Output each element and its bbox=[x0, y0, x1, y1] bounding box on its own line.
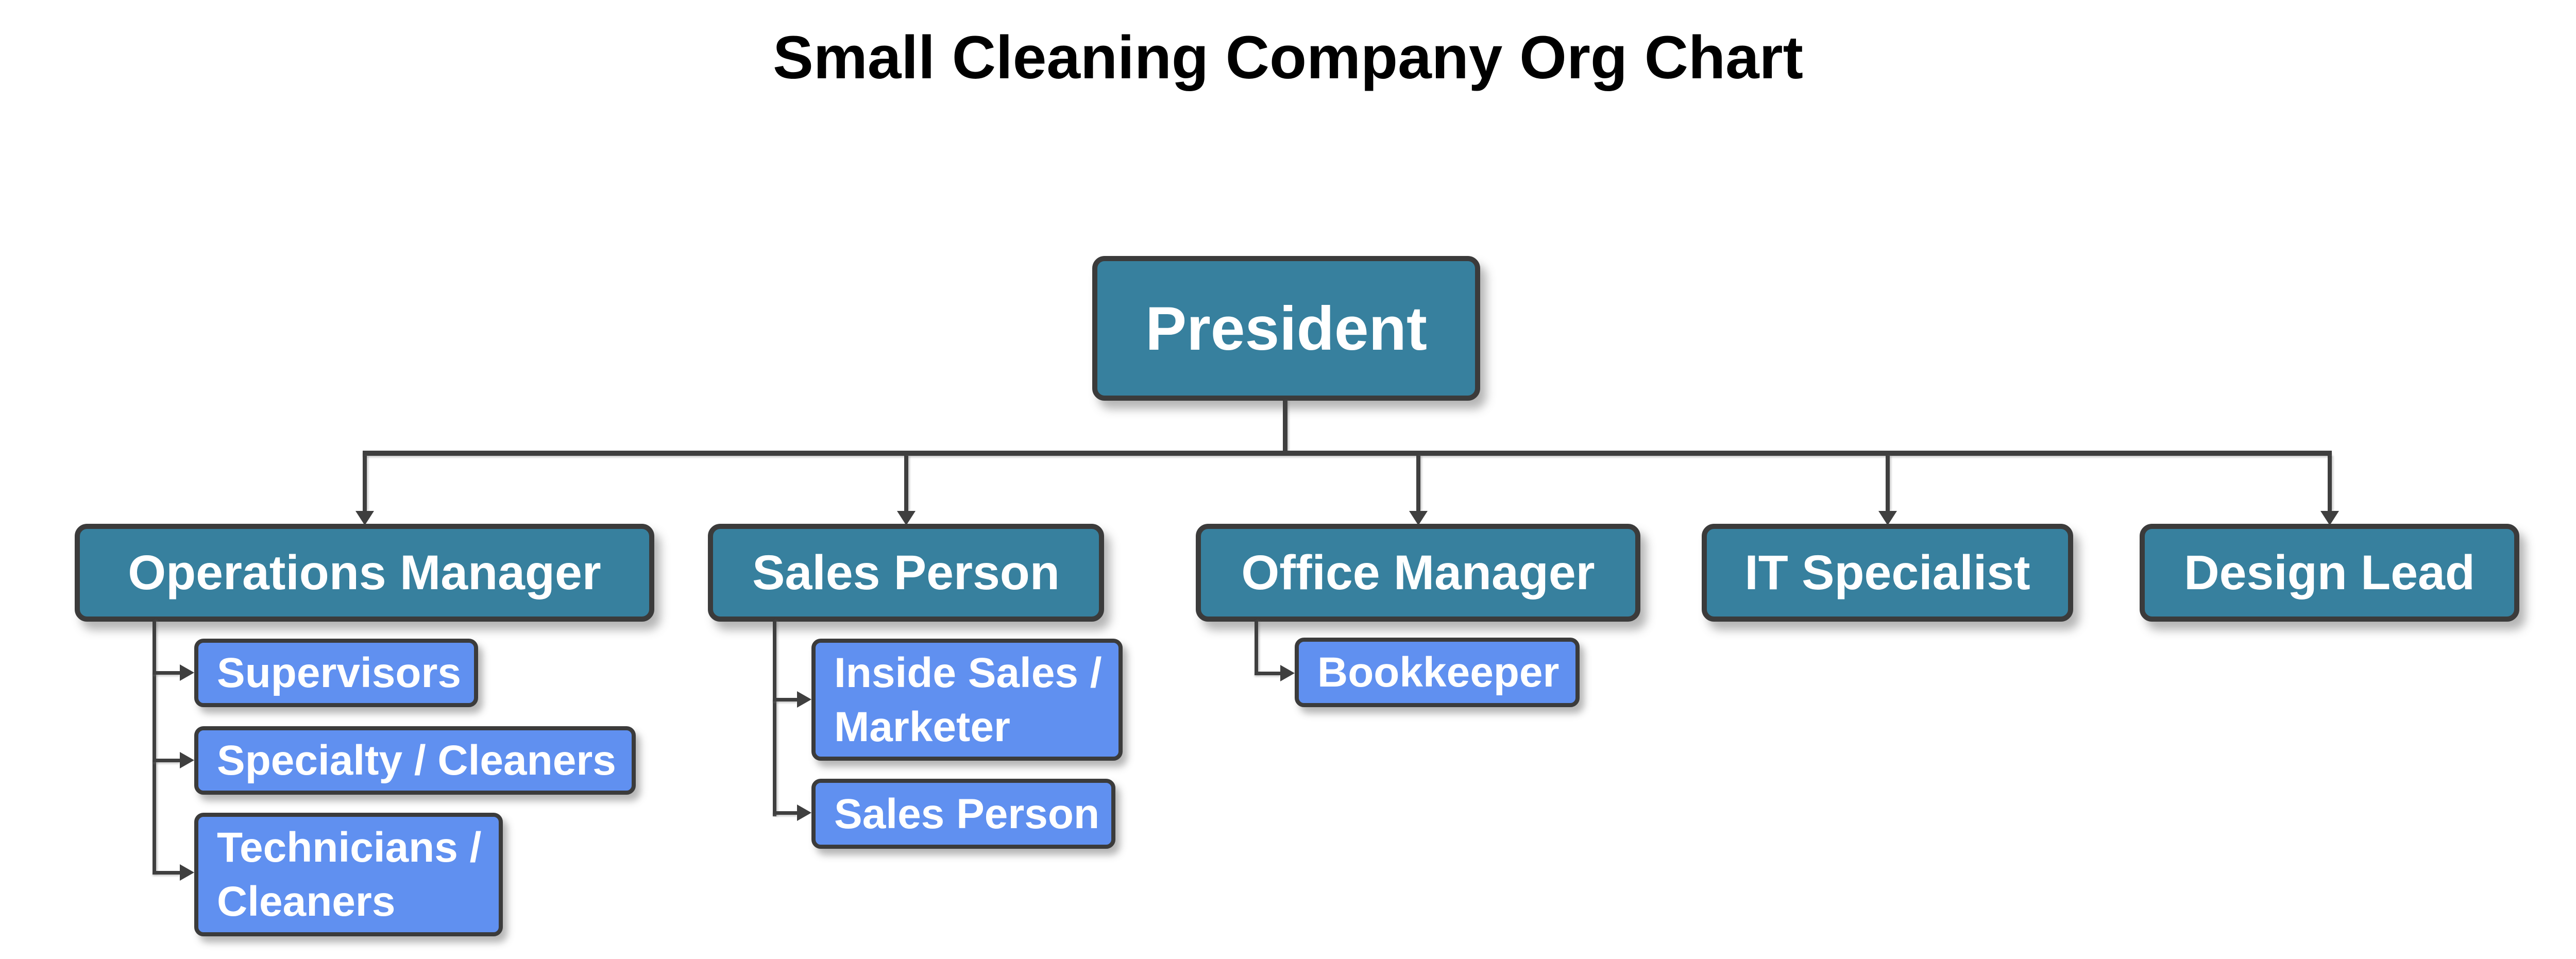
connector-operations-children-spine bbox=[152, 621, 156, 875]
arrow-right-icon bbox=[180, 752, 194, 768]
connector-drop-sales bbox=[904, 456, 908, 511]
node-inside-sales-marketer-label: Inside Sales / Marketer bbox=[834, 649, 1102, 750]
node-president: President bbox=[1092, 256, 1480, 401]
connector-branch-sales-person bbox=[773, 811, 797, 815]
connector-branch-specialty bbox=[152, 759, 180, 762]
node-operations-manager: Operations Manager bbox=[75, 524, 654, 622]
node-bookkeeper-label: Bookkeeper bbox=[1317, 649, 1560, 696]
arrow-down-icon bbox=[2320, 511, 2339, 525]
arrow-down-icon bbox=[355, 511, 374, 525]
connector-drop-operations bbox=[363, 456, 367, 511]
node-office-manager: Office Manager bbox=[1196, 524, 1640, 622]
arrow-right-icon bbox=[180, 864, 194, 881]
arrow-right-icon bbox=[797, 804, 811, 821]
arrow-right-icon bbox=[797, 691, 811, 708]
connector-office-children-spine bbox=[1255, 621, 1258, 675]
connector-bus-line bbox=[363, 451, 2332, 456]
node-sales-person: Sales Person bbox=[708, 524, 1104, 622]
node-supervisors: Supervisors bbox=[194, 639, 478, 707]
node-sales-person-child-label: Sales Person bbox=[834, 790, 1100, 837]
connector-branch-inside-sales bbox=[773, 698, 797, 701]
node-it-specialist: IT Specialist bbox=[1702, 524, 2073, 622]
connector-drop-it bbox=[1886, 456, 1890, 511]
node-office-manager-label: Office Manager bbox=[1241, 545, 1595, 600]
arrow-down-icon bbox=[897, 511, 916, 525]
node-operations-manager-label: Operations Manager bbox=[128, 545, 601, 600]
node-inside-sales-marketer: Inside Sales / Marketer bbox=[811, 639, 1123, 761]
node-sales-person-label: Sales Person bbox=[752, 545, 1060, 600]
arrow-right-icon bbox=[180, 664, 194, 681]
connector-president-drop bbox=[1283, 401, 1287, 453]
connector-sales-children-spine bbox=[773, 621, 776, 816]
node-supervisors-label: Supervisors bbox=[217, 649, 461, 696]
node-bookkeeper: Bookkeeper bbox=[1295, 638, 1580, 707]
node-specialty-cleaners: Specialty / Cleaners bbox=[194, 726, 636, 795]
node-it-specialist-label: IT Specialist bbox=[1744, 545, 2030, 600]
node-president-label: President bbox=[1145, 294, 1427, 363]
arrow-right-icon bbox=[1280, 665, 1295, 681]
connector-drop-design bbox=[2328, 456, 2332, 511]
node-technicians-cleaners: Technicians / Cleaners bbox=[194, 813, 503, 936]
node-specialty-cleaners-label: Specialty / Cleaners bbox=[217, 737, 616, 784]
node-design-lead: Design Lead bbox=[2140, 524, 2519, 622]
page-title: Small Cleaning Company Org Chart bbox=[773, 24, 1803, 92]
node-technicians-cleaners-label: Technicians / Cleaners bbox=[217, 824, 482, 925]
node-design-lead-label: Design Lead bbox=[2184, 545, 2475, 600]
connector-drop-office bbox=[1416, 456, 1420, 511]
arrow-down-icon bbox=[1878, 511, 1897, 525]
node-sales-person-child: Sales Person bbox=[811, 779, 1115, 849]
connector-branch-technicians bbox=[152, 871, 180, 875]
connector-branch-bookkeeper bbox=[1255, 672, 1280, 675]
arrow-down-icon bbox=[1409, 511, 1428, 525]
connector-branch-supervisors bbox=[152, 671, 180, 675]
